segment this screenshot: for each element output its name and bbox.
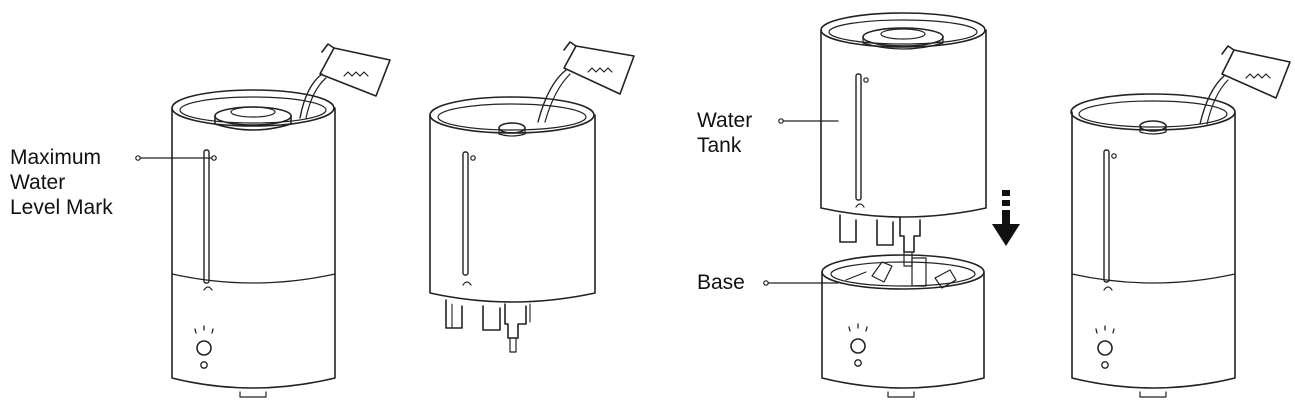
water-jug-icon	[538, 42, 634, 122]
figure-1-humidifier-filling	[136, 44, 390, 397]
callout-base-leader	[764, 281, 838, 285]
mist-indicator-icon	[195, 326, 213, 333]
figure-3-tank-and-base	[764, 13, 1020, 397]
tank-bottom-fittings	[446, 300, 530, 352]
callout-max-level-leader	[136, 156, 212, 160]
label-maximum-water-level-mark: Maximum Water Level Mark	[10, 145, 113, 220]
water-level-window	[204, 150, 216, 290]
down-arrow-icon	[992, 190, 1020, 246]
water-jug-icon	[300, 44, 390, 118]
figure-4-assembled-humidifier	[1071, 46, 1290, 397]
callout-water-tank-leader	[779, 119, 838, 123]
water-jug-icon	[1200, 46, 1290, 124]
control-panel	[195, 326, 213, 368]
power-button-icon	[201, 362, 207, 368]
control-dial	[197, 341, 211, 355]
humidifier-base	[822, 255, 984, 397]
label-water-tank: Water Tank	[697, 108, 752, 158]
label-base: Base	[697, 270, 745, 295]
figure-2-tank-filling	[430, 42, 634, 352]
